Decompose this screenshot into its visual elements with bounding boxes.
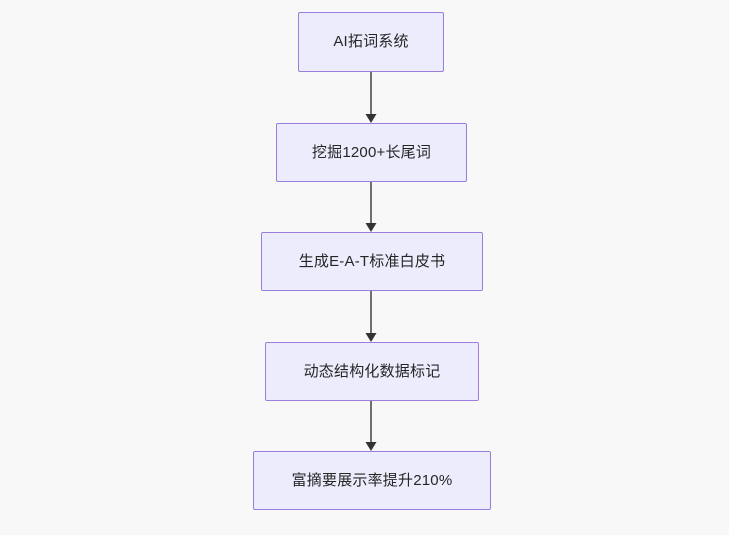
flow-node-label: 动态结构化数据标记 [303, 362, 441, 380]
flow-node-5[interactable]: 富摘要展示率提升210% [253, 451, 491, 510]
flow-node-3[interactable]: 生成E-A-T标准白皮书 [261, 232, 483, 291]
flow-arrow-2 [363, 182, 379, 232]
flow-node-label: 生成E-A-T标准白皮书 [298, 252, 446, 270]
flow-arrow-1 [363, 72, 379, 123]
flow-node-1[interactable]: AI拓词系统 [298, 12, 444, 72]
flow-node-4[interactable]: 动态结构化数据标记 [265, 342, 479, 401]
flow-arrow-4 [363, 401, 379, 451]
flow-arrow-3 [363, 291, 379, 342]
flow-node-2[interactable]: 挖掘1200+长尾词 [276, 123, 467, 182]
flow-node-label: 富摘要展示率提升210% [291, 471, 453, 489]
flow-node-label: AI拓词系统 [333, 33, 409, 50]
flow-node-label: 挖掘1200+长尾词 [311, 143, 432, 161]
